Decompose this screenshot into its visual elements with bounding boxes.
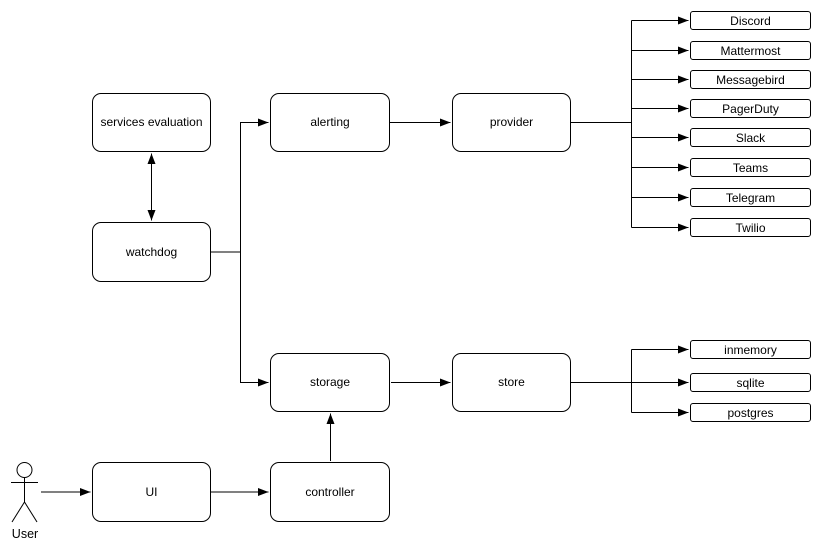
- leaf-discord: Discord: [690, 11, 811, 30]
- leaf-sqlite: sqlite: [690, 373, 811, 392]
- node-alerting: alerting: [270, 93, 390, 152]
- leaf-mattermost: Mattermost: [690, 41, 811, 60]
- node-controller: controller: [270, 462, 390, 522]
- leaf-messagebird: Messagebird: [690, 70, 811, 89]
- user-actor-label: User: [11, 527, 39, 541]
- node-store: store: [452, 353, 571, 412]
- edge-watchdog-alerting: [211, 118, 269, 253]
- leaf-teams: Teams: [690, 158, 811, 177]
- node-provider: provider: [452, 93, 571, 152]
- leaf-telegram: Telegram: [690, 188, 811, 207]
- leaf-slack: Slack: [690, 128, 811, 147]
- node-services-evaluation: services evaluation: [92, 93, 211, 152]
- leaf-twilio: Twilio: [690, 218, 811, 237]
- user-actor-icon: [11, 462, 38, 523]
- node-storage: storage: [270, 353, 390, 412]
- leaf-postgres: postgres: [690, 403, 811, 422]
- node-watchdog: watchdog: [92, 222, 211, 282]
- leaf-pagerduty: PagerDuty: [690, 99, 811, 118]
- node-ui: UI: [92, 462, 211, 522]
- edge-watchdog-storage: [240, 252, 269, 387]
- leaf-inmemory: inmemory: [690, 340, 811, 359]
